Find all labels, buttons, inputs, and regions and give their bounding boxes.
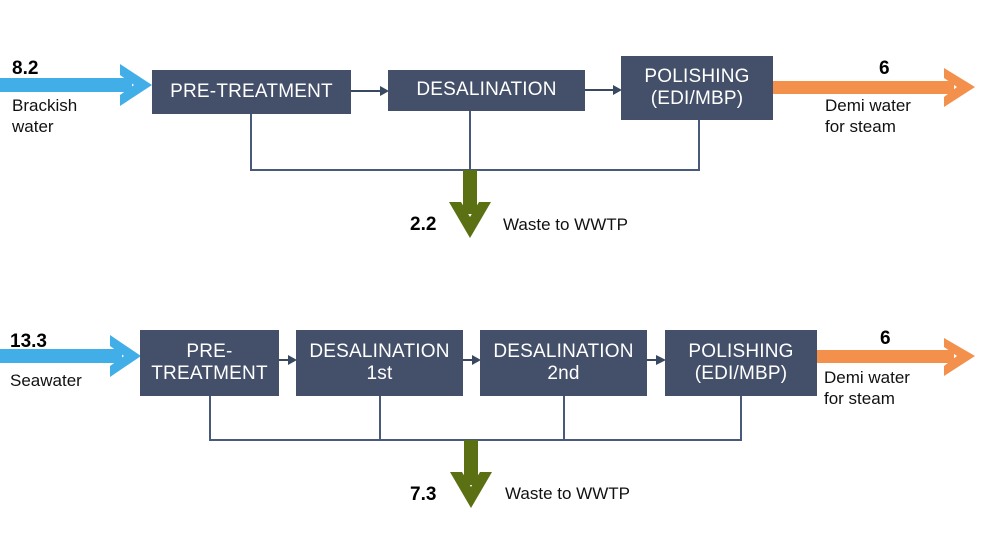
waste-label-brackish: Waste to WWTP bbox=[503, 215, 628, 234]
connector-desalination2-to-polishing-bottom bbox=[647, 355, 666, 365]
process-box-polishing-seawater[interactable]: POLISHING (EDI/MBP) bbox=[665, 330, 817, 396]
product-label-seawater: Demi water for steam bbox=[824, 368, 910, 408]
process-box-pre-treatment-seawater[interactable]: PRE- TREATMENT bbox=[140, 330, 279, 396]
feed-label-seawater: Seawater bbox=[10, 371, 82, 390]
waste-collector-lines-bottom bbox=[209, 396, 742, 441]
product-arrow-right-icon-top bbox=[773, 68, 975, 107]
product-quantity-brackish: 6 bbox=[879, 58, 890, 79]
process-box-pre-treatment-brackish[interactable]: PRE-TREATMENT bbox=[152, 70, 351, 114]
product-arrow-right-icon-bottom bbox=[817, 338, 975, 376]
connector-desalination1-to-desalination2-bottom bbox=[463, 355, 481, 365]
waste-label-seawater: Waste to WWTP bbox=[505, 484, 630, 503]
process-box-polishing-brackish[interactable]: POLISHING (EDI/MBP) bbox=[621, 56, 773, 120]
connector-pretreatment-to-desalination-top bbox=[351, 86, 389, 96]
connector-pretreatment-to-desalination1-bottom bbox=[279, 355, 297, 365]
feed-arrow-right-icon-top bbox=[0, 64, 152, 106]
waste-quantity-brackish: 2.2 bbox=[410, 214, 437, 235]
connector-desalination-to-polishing-top bbox=[585, 85, 622, 95]
process-box-desalination-brackish[interactable]: DESALINATION bbox=[388, 70, 585, 111]
feed-label-brackish: Brackish water bbox=[12, 96, 78, 136]
feed-quantity-seawater: 13.3 bbox=[10, 331, 47, 352]
waste-arrow-down-icon-top bbox=[449, 170, 491, 238]
process-box-desalination-1st-seawater[interactable]: DESALINATION 1st bbox=[296, 330, 463, 396]
feed-arrow-right-icon-bottom bbox=[0, 335, 141, 377]
waste-arrow-down-icon-bottom bbox=[450, 440, 492, 508]
process-box-desalination-2nd-seawater[interactable]: DESALINATION 2nd bbox=[480, 330, 647, 396]
product-label-brackish: Demi water for steam bbox=[825, 96, 911, 136]
feed-quantity-brackish: 8.2 bbox=[12, 58, 39, 79]
product-quantity-seawater: 6 bbox=[880, 328, 891, 349]
waste-quantity-seawater: 7.3 bbox=[410, 484, 437, 505]
